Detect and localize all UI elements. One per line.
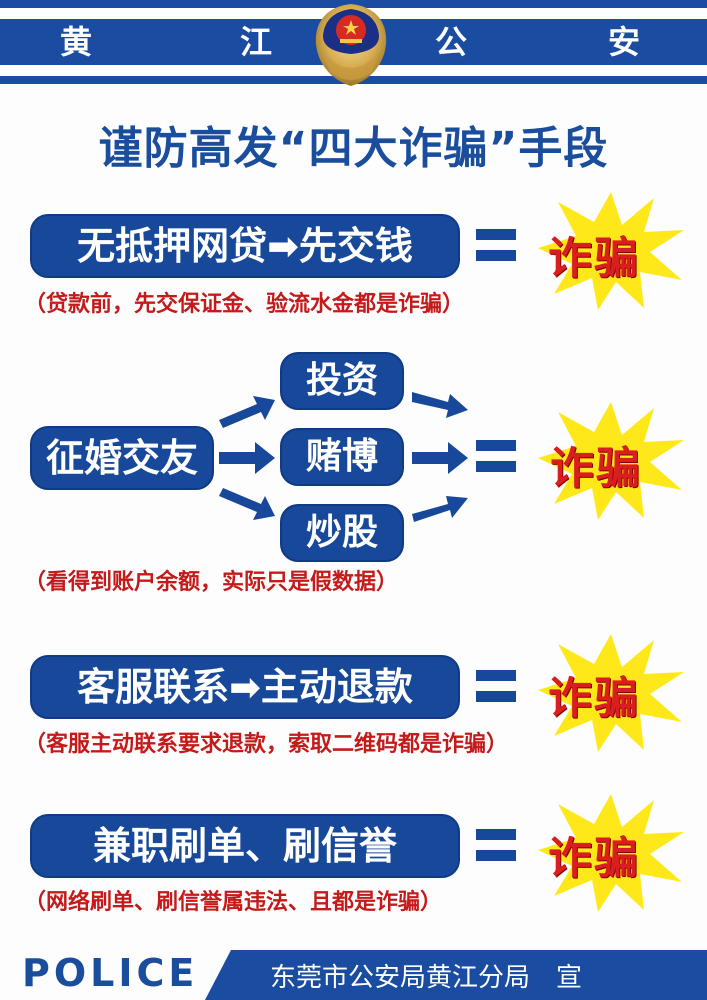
note-text: （客服主动联系要求退款，索取二维码都是诈骗） [24,732,509,757]
branch-pill-stocks: 炒股 [280,504,404,562]
branch-arrows-left [219,396,275,520]
fraud-label: 诈骗 [548,673,640,724]
arrow-right-icon [219,442,275,474]
page-title: 谨防高发“四大诈骗”手段 [98,123,609,174]
police-wordmark: POLICE [22,951,199,995]
header-char: 江 [240,23,273,61]
starburst-icon [538,634,684,752]
starburst-icon [538,192,684,310]
note-text: （网络刷单、刷信誉属违法、且都是诈骗） [24,890,443,915]
branch-pill-investment: 投资 [280,352,404,410]
equals-sign [476,829,516,871]
police-emblem-icon [315,4,387,86]
arrow-down-right-icon [219,488,275,520]
header-char: 安 [608,23,641,61]
equals-sign [476,440,516,482]
branch-pill-gambling: 赌博 [280,428,404,486]
header-char: 公 [435,23,468,61]
footer-band [205,950,707,1000]
scam-pill-dating: 征婚交友 [30,426,214,490]
header-top-stripe [0,0,707,8]
starburst-icon [538,402,684,520]
header-char: 黄 [60,23,93,61]
scam-pill-customer-service-refund: 客服联系➡主动退款 [30,655,460,719]
arrow-right-icon [412,442,468,474]
equals-sign [476,670,516,712]
fraud-label: 诈骗 [548,833,640,884]
branch-arrows-right [412,392,468,522]
scam-pill-part-time-brushing: 兼职刷单、刷信誉 [30,814,460,878]
issuer-text: 东莞市公安局黄江分局 宣 [270,963,583,993]
scam-pill-no-collateral-loan: 无抵押网贷➡先交钱 [30,214,460,278]
starburst-icon [538,794,684,912]
arrow-down-right-icon [412,392,468,418]
equals-sign [476,229,516,271]
note-text: （贷款前，先交保证金、验流水金都是诈骗） [24,292,465,317]
arrow-up-right-icon [412,496,468,522]
fraud-label: 诈骗 [550,443,642,494]
fraud-label: 诈骗 [548,233,640,284]
note-text: （看得到账户余额，实际只是假数据） [24,570,399,595]
arrow-up-right-icon [219,396,275,428]
